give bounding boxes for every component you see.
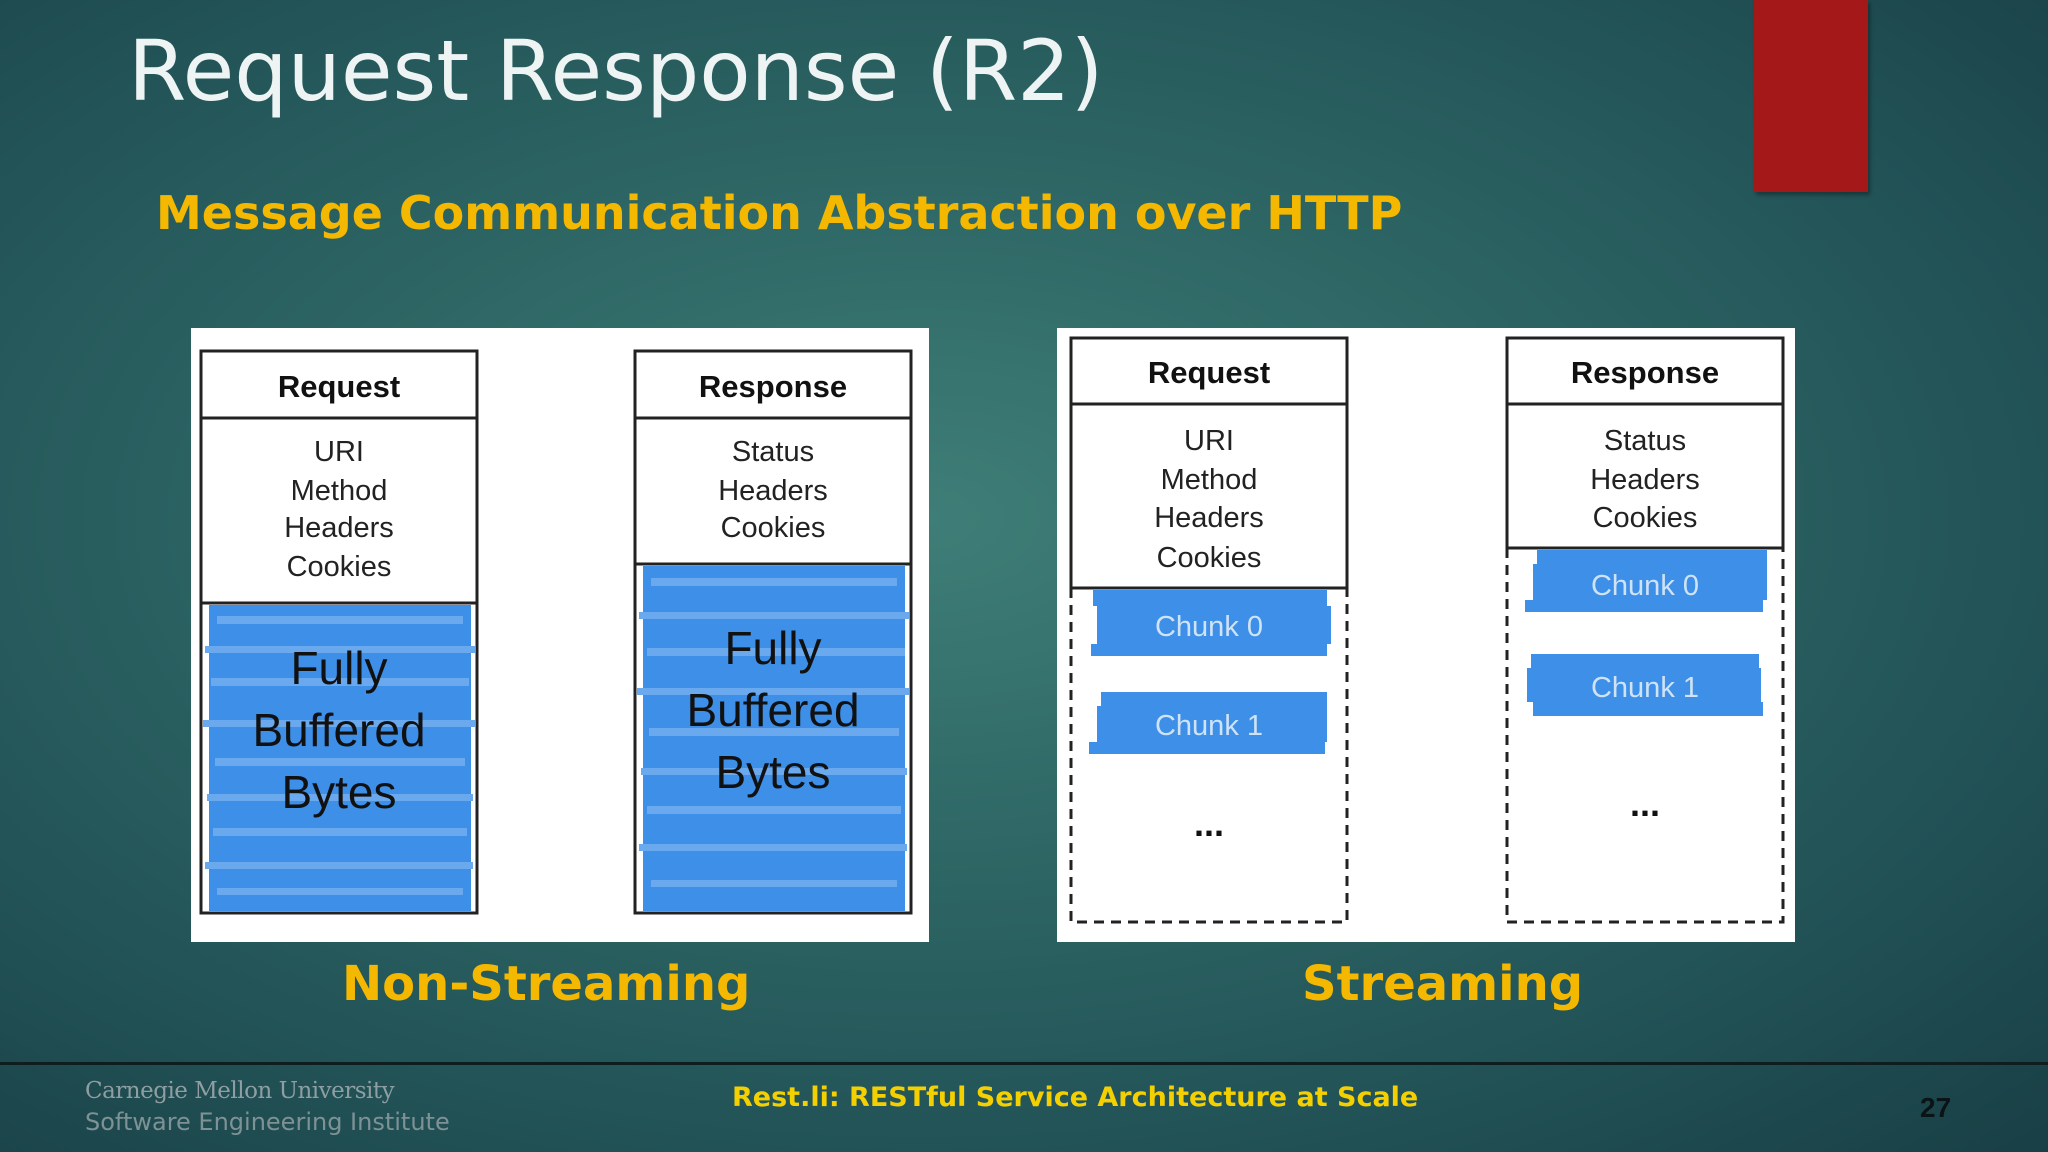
- diagram-right-response-chunks-1-text: Chunk 1: [1591, 672, 1699, 704]
- diagram-left-request-fields-2-text: Headers: [284, 512, 394, 544]
- stream-response-box: Response Status Headers Cookies Chunk 0 …: [1505, 336, 1785, 924]
- response-box: Response Status Headers Cookies Fully Bu…: [633, 349, 913, 915]
- diagram-right-request-chunks-1-text: Chunk 1: [1155, 710, 1263, 742]
- cmu-logo-text: Carnegie Mellon University: [85, 1078, 395, 1104]
- sei-text: Software Engineering Institute: [85, 1108, 450, 1136]
- page-number: 27: [1920, 1092, 1952, 1123]
- response-header-label: Response: [699, 369, 847, 404]
- diagram-left-request-fields-1-text: Method: [291, 475, 388, 507]
- diagram-right-request-fields-3-text: Cookies: [1157, 542, 1262, 574]
- footer-talk-title: Rest.li: RESTful Service Architecture at…: [732, 1082, 1419, 1113]
- diagram-right-response-fields-2-text: Cookies: [1593, 502, 1698, 534]
- request-bytes-fill: [203, 605, 475, 911]
- stream-response-header-label: Response: [1571, 355, 1719, 390]
- diagram-right-response-fields-0-text: Status: [1604, 425, 1686, 457]
- request-ellipsis: ...: [1194, 803, 1224, 844]
- non-streaming-diagram: Request URI Method Headers Cookies Fully…: [191, 328, 929, 942]
- diagram-left-request-body-1-text: Buffered: [252, 704, 425, 756]
- diagram-left-response-body-1-text: Buffered: [686, 684, 859, 736]
- diagram-left-request-body-0-text: Fully: [290, 642, 387, 694]
- response-bytes-fill: [637, 566, 909, 911]
- diagram-right-request-chunks-0-text: Chunk 0: [1155, 611, 1263, 643]
- diagram-left-request-fields-3-text: Cookies: [287, 551, 392, 583]
- diagram-left-response-body-2-text: Bytes: [715, 746, 830, 798]
- request-box: Request URI Method Headers Cookies Fully…: [199, 349, 479, 915]
- diagram-right-response-fields-1-text: Headers: [1590, 464, 1700, 496]
- diagram-right-request-fields-1-text: Method: [1161, 464, 1258, 496]
- streaming-caption: Streaming: [1302, 956, 1584, 1012]
- request-header-label: Request: [278, 369, 400, 404]
- response-ellipsis: ...: [1630, 783, 1660, 824]
- diagram-left-response-fields-0-text: Status: [732, 436, 814, 468]
- non-streaming-caption: Non-Streaming: [342, 956, 751, 1012]
- footer-divider: [0, 1062, 2048, 1065]
- streaming-diagram: Request URI Method Headers Cookies Chunk…: [1057, 328, 1795, 942]
- slide-title: Request Response (R2): [128, 22, 1104, 120]
- diagram-left-response-fields-1-text: Headers: [718, 475, 828, 507]
- stream-request-header-label: Request: [1148, 355, 1270, 390]
- diagram-left-request-fields-0-text: URI: [314, 436, 364, 468]
- diagram-left-response-body-0-text: Fully: [724, 622, 821, 674]
- request-chunk-0: [1091, 590, 1331, 656]
- stream-request-box: Request URI Method Headers Cookies Chunk…: [1069, 336, 1349, 924]
- request-chunk-1: [1089, 692, 1327, 754]
- diagram-right-response-chunks-0-text: Chunk 0: [1591, 570, 1699, 602]
- slide-subtitle: Message Communication Abstraction over H…: [156, 186, 1403, 240]
- diagram-right-request-fields-0-text: URI: [1184, 425, 1234, 457]
- diagram-left-response-fields-2-text: Cookies: [721, 512, 826, 544]
- diagram-right-request-fields-2-text: Headers: [1154, 502, 1264, 534]
- red-accent-bar: [1754, 0, 1868, 192]
- response-chunk-1: [1527, 654, 1763, 716]
- diagram-left-request-body-2-text: Bytes: [281, 766, 396, 818]
- response-chunk-0: [1525, 550, 1767, 612]
